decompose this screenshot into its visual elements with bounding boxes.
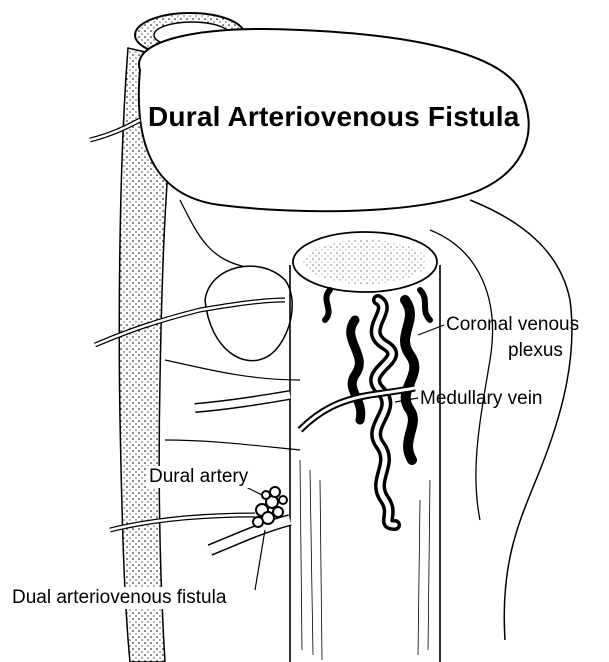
cord-striations (300, 460, 430, 660)
dual-arteriovenous-fistula-label: Dual arteriovenous fistula (10, 587, 228, 609)
dural-artery-label: Dural artery (147, 466, 250, 488)
coronal-venous-plexus (325, 290, 430, 525)
nerve-root (205, 266, 292, 361)
leader-dual-fistula (255, 530, 265, 590)
coronal-venous-plexus-label-line2: plexus (508, 340, 563, 362)
diagram-title: Dural Arteriovenous Fistula (148, 101, 520, 133)
coronal-venous-plexus-label-line1: Coronal venous (446, 314, 579, 336)
medullary-vein-label: Medullary vein (420, 388, 543, 410)
posterior-elements (470, 200, 572, 640)
